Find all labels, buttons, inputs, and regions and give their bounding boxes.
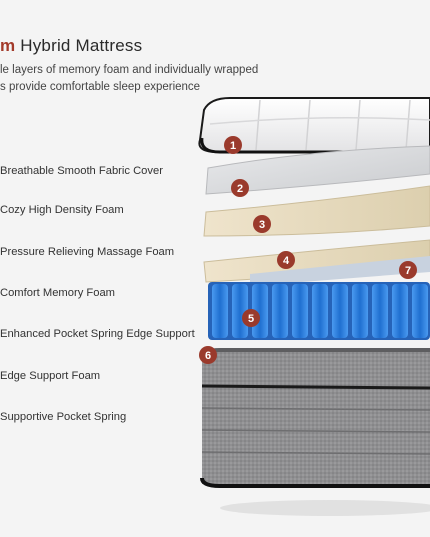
layer-label-fabric-cover: Breathable Smooth Fabric Cover [0,165,163,177]
svg-text:3: 3 [259,219,265,231]
badge-6: 6 [199,346,217,364]
svg-text:7: 7 [405,265,411,277]
badge-5: 5 [242,309,260,327]
layer-label-edge-foam: Edge Support Foam [0,370,101,382]
title-accent: m [0,36,16,55]
fabric-cover-layer [198,97,430,154]
badge-2: 2 [231,179,249,197]
layer-label-pocket-spring: Supportive Pocket Spring [0,411,127,423]
layer-label-edge-support: Enhanced Pocket Spring Edge Support [0,328,195,340]
title-text: Hybrid Mattress [15,36,143,55]
layer-label-massage-foam: Pressure Relieving Massage Foam [0,246,175,258]
subtitle-line-1: le layers of memory foam and individuall… [0,64,259,76]
pocket-spring-layer [208,282,430,340]
svg-text:5: 5 [248,313,254,325]
badge-3: 3 [253,215,271,233]
product-title: m Hybrid Mattress [0,36,142,56]
svg-text:2: 2 [237,183,243,195]
mattress-base-layer [200,348,430,516]
svg-text:6: 6 [205,350,211,362]
badge-4: 4 [277,251,295,269]
badge-1: 1 [224,136,242,154]
svg-text:1: 1 [230,140,236,152]
subtitle-line-2: s provide comfortable sleep experience [0,81,201,93]
edge-support-strip [250,256,430,286]
product-subtitle: le layers of memory foam and individuall… [0,62,260,96]
svg-text:4: 4 [283,255,290,267]
high-density-foam-layer [205,145,430,195]
mattress-layers-illustration: 1 2 3 4 5 6 7 [198,97,430,516]
layer-label-memory-foam: Comfort Memory Foam [0,287,115,299]
layer-label-high-density-foam: Cozy High Density Foam [0,204,124,216]
badge-7: 7 [399,261,417,279]
